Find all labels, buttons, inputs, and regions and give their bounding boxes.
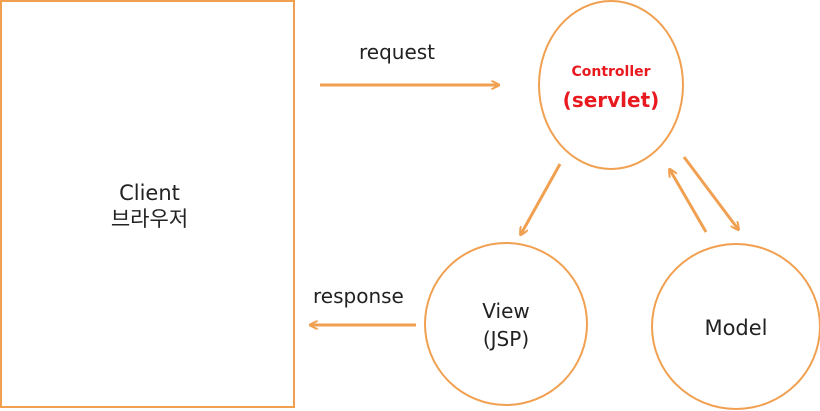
client-label-line1: Client xyxy=(119,181,180,205)
controller-sublabel: (servlet) xyxy=(562,88,660,112)
model-label: Model xyxy=(704,316,768,340)
request-label: request xyxy=(359,40,436,64)
view-node: View (JSP) xyxy=(424,242,588,406)
view-sublabel: (JSP) xyxy=(482,327,530,351)
model-to-controller-arrow xyxy=(670,170,708,233)
controller-to-view-arrow xyxy=(521,163,562,234)
client-label-line2: 브라우저 xyxy=(110,207,189,231)
client-box: Client 브라우저 xyxy=(0,0,295,408)
view-label: View xyxy=(482,299,530,323)
response-label: response xyxy=(313,284,404,308)
controller-node: Controller (servlet) xyxy=(538,0,684,170)
model-node: Model xyxy=(651,243,820,410)
client-label: Client 브라우저 xyxy=(2,180,297,232)
controller-label: Controller xyxy=(571,64,651,80)
controller-to-model-arrow xyxy=(682,156,738,229)
